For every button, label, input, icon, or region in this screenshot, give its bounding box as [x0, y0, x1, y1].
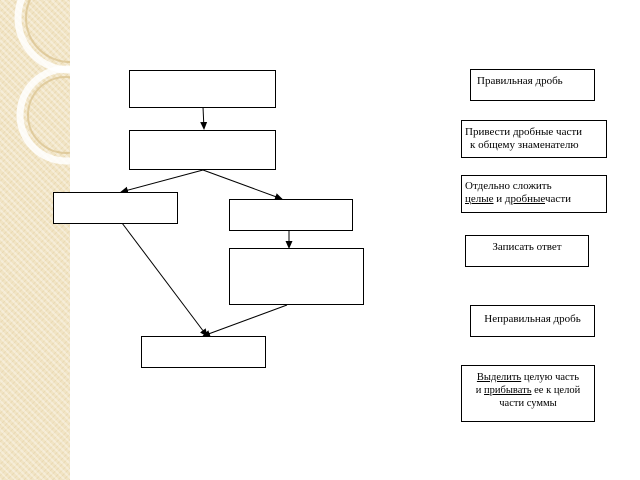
- arrow-left-to-bottom: [121, 222, 208, 337]
- card-proper-fraction[interactable]: Правильная дробь: [470, 69, 595, 101]
- extract-line1: Выделить целую часть: [463, 371, 593, 384]
- flow-box-1: [129, 70, 276, 108]
- card-extract-whole[interactable]: Выделить целую часть и прибывать ее к це…: [461, 365, 595, 422]
- arrow-box2-to-right: [202, 169, 283, 200]
- arrow-box1-to-box2: [200, 106, 208, 130]
- fractional-underlined: дробные: [504, 193, 546, 205]
- card-improper-fraction[interactable]: Неправильная дробь: [470, 305, 595, 337]
- extract-line2: и прибывать ее к целой части суммы: [463, 384, 593, 410]
- decorative-stripe: [0, 0, 70, 480]
- decorative-arcs: [14, 0, 70, 165]
- to-whole-sum-text: ее к целой части суммы: [499, 385, 581, 409]
- arrow-box2-to-left: [120, 169, 204, 194]
- write-answer-text: Записать ответ: [492, 241, 562, 253]
- whole-underlined: целые: [465, 193, 494, 205]
- flow-box-left: [53, 192, 178, 224]
- card-write-answer[interactable]: Записать ответ: [465, 235, 589, 267]
- add-separately-line2: целые и дробныечасти: [465, 193, 603, 206]
- arrow-tall-to-bottom: [202, 304, 288, 337]
- add-to-underlined: прибывать: [484, 385, 532, 396]
- extract-underlined: Выделить: [476, 372, 522, 383]
- flow-box-2: [129, 130, 276, 170]
- and-text: и: [475, 385, 482, 396]
- and-word: и: [496, 193, 503, 205]
- proper-fraction-text: Правильная дробь: [477, 75, 563, 87]
- whole-part-text: целую часть: [523, 372, 580, 383]
- card-common-denominator[interactable]: Привести дробные части к общему знаменат…: [461, 120, 607, 158]
- common-denominator-line2: к общему знаменателю: [470, 139, 579, 151]
- card-add-separately[interactable]: Отдельно сложить целые и дробныечасти: [461, 175, 607, 213]
- improper-fraction-text: Неправильная дробь: [484, 313, 581, 325]
- add-separately-line1: Отдельно сложить: [465, 180, 552, 192]
- parts-word: части: [545, 193, 572, 205]
- flow-box-bottom: [141, 336, 266, 368]
- common-denominator-line1: Привести дробные части: [465, 126, 583, 138]
- flow-box-right: [229, 199, 353, 231]
- flow-box-tall: [229, 248, 364, 305]
